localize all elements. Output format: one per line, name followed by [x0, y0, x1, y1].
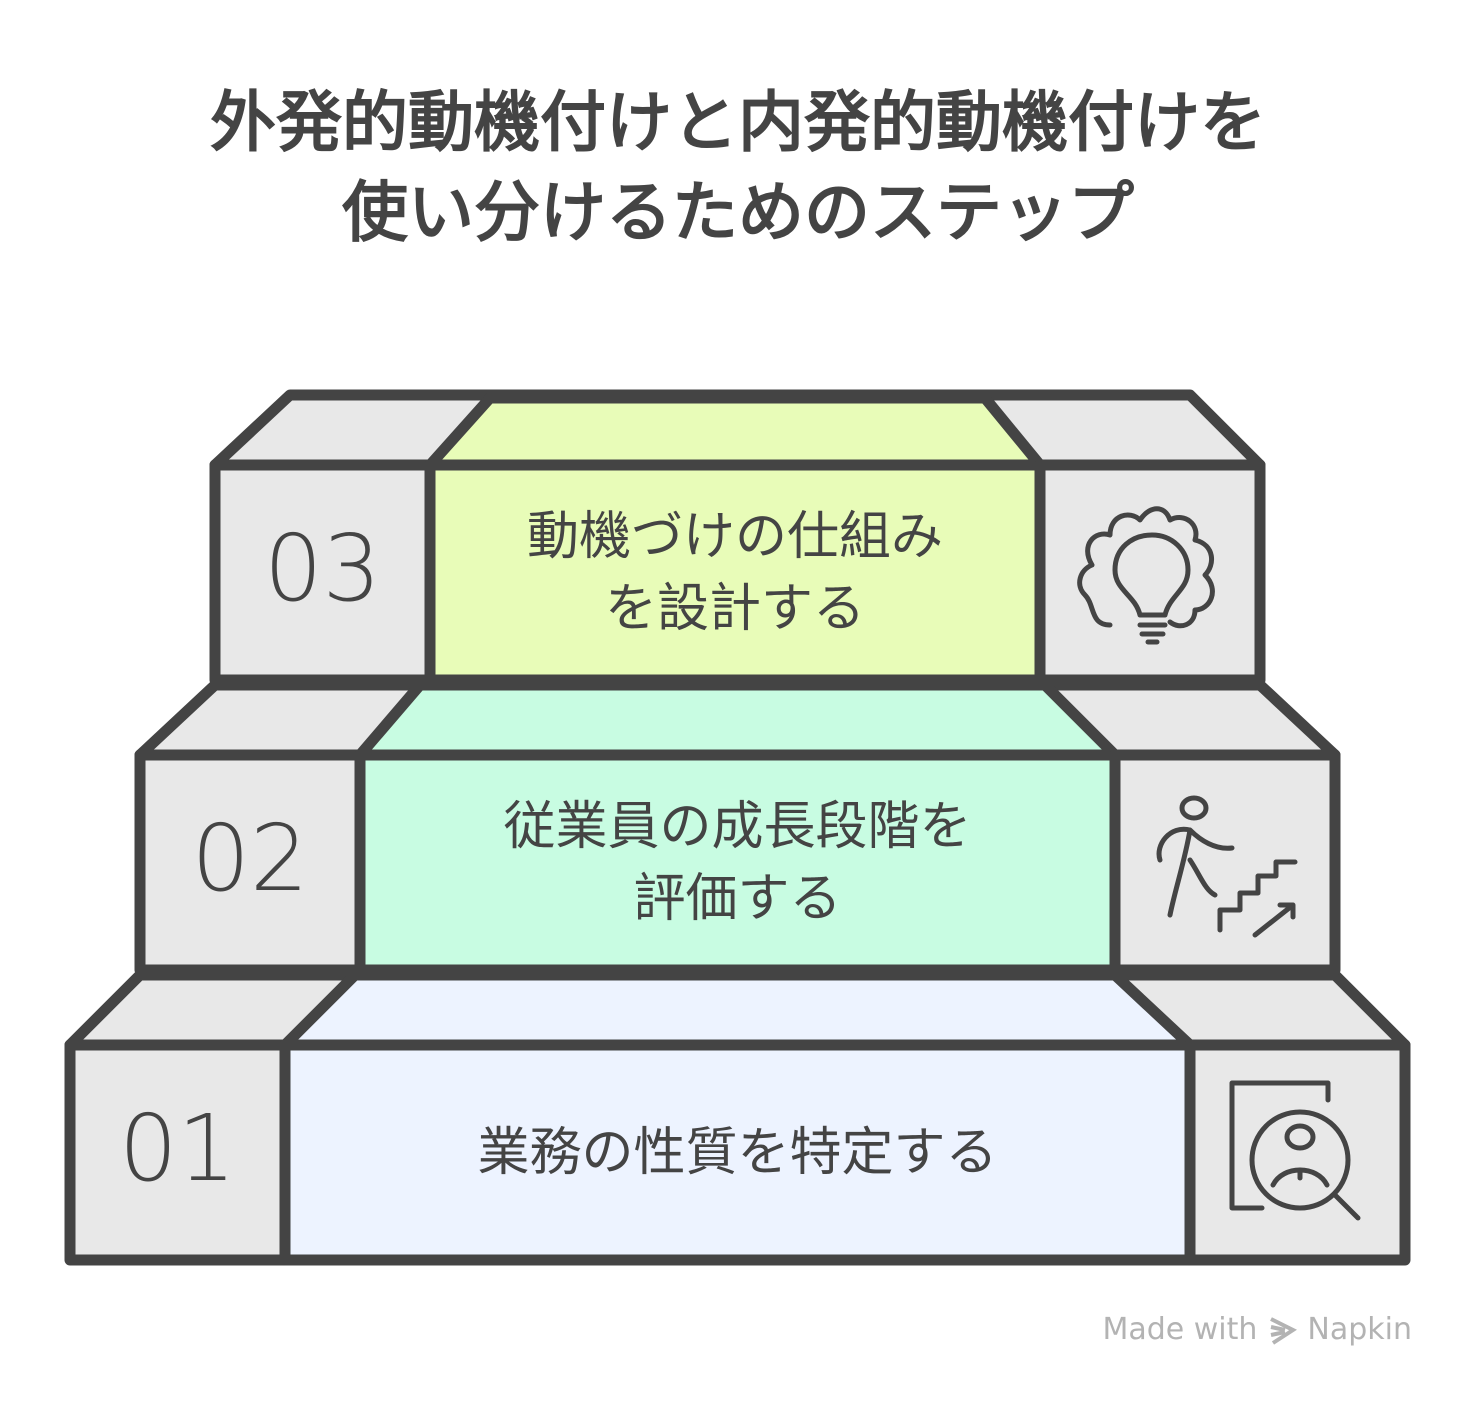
title-line-2: 使い分けるためのステップ — [342, 174, 1134, 251]
step-03-label-line-1: 動機づけの仕組み — [526, 506, 943, 567]
step-03-icon-box — [1034, 459, 1266, 686]
step-01-number: 01 — [118, 1095, 237, 1202]
step-03-top-face-center — [424, 392, 1046, 471]
napkin-brand-text: Napkin — [1307, 1312, 1412, 1347]
step-02-label-box — [354, 749, 1121, 976]
step-03-label-line-2: を設計する — [604, 578, 865, 639]
napkin-logo-icon — [1270, 1316, 1298, 1345]
step-01-label-box — [279, 1039, 1196, 1266]
step-02-number-box — [134, 749, 366, 976]
step-02-number: 02 — [191, 805, 309, 912]
step-01-icon-box — [1184, 1039, 1411, 1266]
step-02-label-line-2: 評価する — [633, 868, 842, 929]
step-02-label-line-1: 従業員の成長段階を — [503, 796, 972, 857]
footer-attribution: Made with Napkin — [1102, 1312, 1412, 1347]
step-03-number: 03 — [263, 515, 382, 622]
page-title: 外発的動機付けと内発的動機付けを 使い分けるためのステップ — [0, 78, 1476, 258]
step-02-icon-box — [1109, 749, 1341, 976]
step-03-label: 動機づけの仕組み を設計する — [430, 465, 1040, 680]
step-01-top-face-center — [279, 969, 1196, 1051]
made-with-text: Made with — [1102, 1312, 1258, 1347]
step-02-top-face-center — [354, 679, 1121, 761]
gear-lightbulb-icon — [1077, 506, 1215, 645]
person-climbing-stairs-icon — [1156, 795, 1298, 938]
step-03-number-box — [209, 459, 436, 686]
person-search-icon — [1229, 1080, 1361, 1221]
step-03-label-box — [424, 459, 1046, 686]
step-02-label: 従業員の成長段階を 評価する — [360, 755, 1115, 970]
step-01-label: 業務の性質を特定する — [477, 1122, 998, 1183]
title-line-1: 外発的動機付けと内発的動機付けを — [210, 84, 1266, 161]
